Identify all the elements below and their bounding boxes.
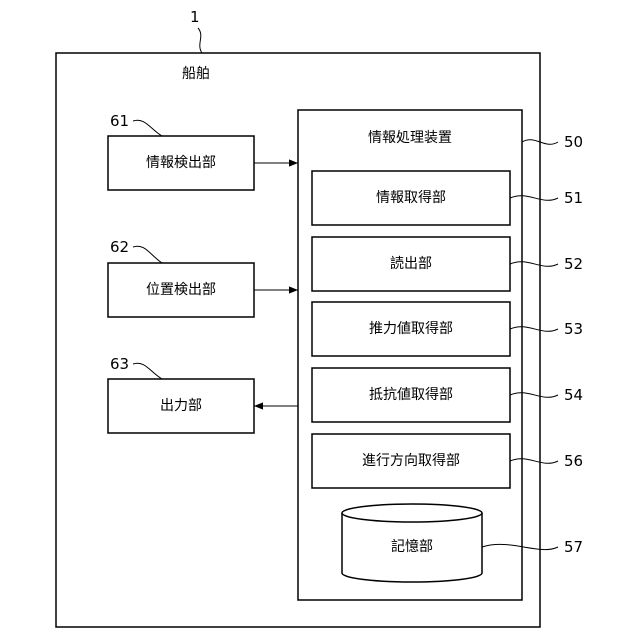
storage-ref: 57 xyxy=(564,538,583,556)
thrust-value-label: 推力値取得部 xyxy=(369,320,453,337)
processor-label: 情報処理装置 xyxy=(368,130,452,146)
output-ref: 63 xyxy=(110,355,129,373)
info-acquisition-label: 情報取得部 xyxy=(376,189,446,206)
thrust-value-ref: 53 xyxy=(564,320,583,338)
storage-label: 記憶部 xyxy=(391,538,433,555)
output-label: 出力部 xyxy=(160,398,202,414)
ship-label: 船舶 xyxy=(182,66,210,82)
reader-label: 読出部 xyxy=(390,255,432,272)
info-detector-label: 情報検出部 xyxy=(146,155,216,171)
processor-ref: 50 xyxy=(564,133,583,151)
position-detector-ref: 62 xyxy=(110,238,129,256)
heading-label: 進行方向取得部 xyxy=(362,452,460,469)
info-acquisition-ref: 51 xyxy=(564,189,583,207)
resistance-value-ref: 54 xyxy=(564,386,583,404)
figure-ref: 1 xyxy=(190,8,200,26)
heading-ref: 56 xyxy=(564,452,583,470)
resistance-value-label: 抵抗値取得部 xyxy=(369,386,453,403)
info-detector-ref: 61 xyxy=(110,112,129,130)
figure-ref-leader xyxy=(198,28,202,53)
reader-ref: 52 xyxy=(564,255,583,273)
position-detector-label: 位置検出部 xyxy=(146,282,216,298)
